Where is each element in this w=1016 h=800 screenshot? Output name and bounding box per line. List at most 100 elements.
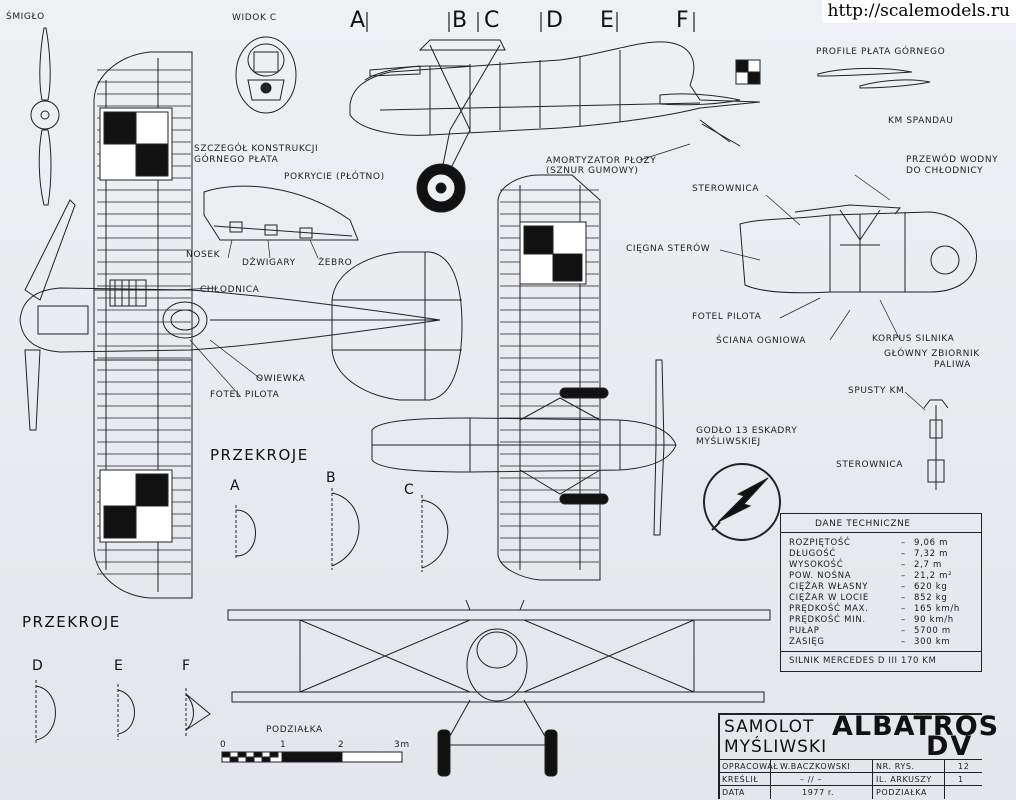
squadron-emblem <box>703 463 781 541</box>
tech-row-label: WYSOKOŚĆ <box>789 560 844 570</box>
label-sciana-ogniowa: ŚCIANA OGNIOWA <box>716 336 807 346</box>
label-sterownica-top: STEROWNICA <box>692 184 759 194</box>
side-view-fuselage <box>349 39 761 181</box>
title-arkuszy-value: 1 <box>958 775 964 784</box>
tech-row-label: PUŁAP <box>789 626 820 636</box>
propeller-drawing <box>30 27 60 206</box>
label-ciegna: CIĘGNA STERÓW <box>626 244 711 254</box>
tech-data-table: DANE TECHNICZNE ROZPIĘTOŚĆ–9,06 m DŁUGOŚ… <box>780 513 982 672</box>
title-dv: DV <box>926 731 974 762</box>
label-fotel-pilota-left: FOTEL PILOTA <box>210 390 280 400</box>
title-opracowal-value: W.BACZKOWSKI <box>780 762 851 771</box>
label-widok-c: WIDOK C <box>232 13 277 23</box>
tech-data-engine: SILNIK MERCEDES D III 170 KM <box>789 656 937 666</box>
label-pokrycie: POKRYCIE (PŁÓTNO) <box>284 172 385 182</box>
balkenkreuz-upper-top <box>99 107 173 181</box>
tech-row-value: 21,2 m² <box>914 571 953 581</box>
tech-row-dash: – <box>901 615 906 625</box>
watermark-url[interactable]: http://scalemodels.ru <box>821 0 1016 23</box>
title-data-value: 1977 r. <box>802 788 835 797</box>
label-profile-plata: PROFILE PŁATA GÓRNEGO <box>816 47 946 57</box>
cross-section-label-a: A <box>230 478 240 494</box>
title-samolot: SAMOLOT <box>724 717 815 737</box>
top-view-tailplane <box>331 251 463 401</box>
tech-row-label: DŁUGOŚĆ <box>789 549 837 559</box>
label-spusty: SPUSTY KM <box>848 386 905 396</box>
title-nr-rys-label: NR. RYS. <box>876 762 915 771</box>
wing-structure-detail <box>203 185 359 241</box>
tech-row-dash: – <box>901 549 906 559</box>
scale-tick-1: 1 <box>280 740 287 750</box>
cross-section-label-d: D <box>32 658 43 674</box>
label-przewod-1: PRZEWÓD WODNY <box>906 155 999 165</box>
title-nr-rys-value: 12 <box>958 762 970 771</box>
tech-data-divider <box>781 651 981 652</box>
title-divider <box>720 759 982 760</box>
section-letter-d: D <box>546 8 563 33</box>
tech-row-label: ZASIĘG <box>789 637 825 647</box>
scale-tick-2: 2 <box>338 740 345 750</box>
trigger-assembly <box>923 399 949 490</box>
section-letter-f: F <box>676 8 689 33</box>
label-dzwigary: DŹWIGARY <box>242 258 296 268</box>
title-divider <box>944 759 945 799</box>
cross-section-shapes <box>35 488 449 745</box>
tech-row-dash: – <box>901 560 906 570</box>
tech-row-value: 620 kg <box>914 582 948 592</box>
balkenkreuz-lower <box>519 221 587 285</box>
label-podzialka: PODZIAŁKA <box>266 725 323 735</box>
tech-row-label: PRĘDKOŚĆ MIN. <box>789 615 866 625</box>
tech-row-dash: – <box>901 637 906 647</box>
leader-lines <box>174 143 926 411</box>
scale-tick-3: 3m <box>394 740 410 750</box>
label-szczegol-2: GÓRNEGO PŁATA <box>194 155 279 165</box>
tech-row-dash: – <box>901 604 906 614</box>
tech-row-dash: – <box>901 538 906 548</box>
section-letter-a: A <box>350 8 366 33</box>
tech-row-label: PRĘDKOŚĆ MAX. <box>789 604 869 614</box>
tech-row-dash: – <box>901 571 906 581</box>
bottom-view-fuselage <box>371 359 677 536</box>
title-opracowal-label: OPRACOWAŁ <box>722 762 779 771</box>
section-letter-e: E <box>600 8 614 33</box>
tech-row-value: 852 kg <box>914 593 948 603</box>
side-view-wheel <box>416 163 466 213</box>
label-szczegol-1: SZCZEGÓŁ KONSTRUKCJI <box>194 144 319 154</box>
title-divider <box>770 759 771 799</box>
balkenkreuz-upper-bottom <box>99 469 173 543</box>
title-kreslil-value: – // – <box>800 775 823 784</box>
tech-row-value: 7,32 m <box>914 549 949 559</box>
tech-row-value: 300 km <box>914 637 951 647</box>
title-podzialka-label: PODZIAŁKA <box>876 788 928 797</box>
label-chlodnica: CHŁODNICA <box>200 285 260 295</box>
front-view-aircraft <box>227 599 771 777</box>
label-korpus-silnika: KORPUS SILNIKA <box>872 334 955 344</box>
section-markers <box>366 12 695 32</box>
label-glowny-2: PALIWA <box>934 360 971 370</box>
tech-row-value: 9,06 m <box>914 538 949 548</box>
front-view-c <box>235 36 297 114</box>
scale-tick-0: 0 <box>220 740 227 750</box>
bottom-view-wing-ribs <box>500 189 599 563</box>
label-przewod-2: DO CHŁODNICY <box>906 166 984 176</box>
label-km-spandau: KM SPANDAU <box>888 116 954 126</box>
wing-profiles <box>817 67 931 89</box>
section-letter-b: B <box>452 8 468 33</box>
tech-row-dash: – <box>901 582 906 592</box>
scale-bar <box>221 751 403 763</box>
top-view-fuselage <box>19 199 441 431</box>
label-godlo-2: MYŚLIWSKIEJ <box>696 437 761 447</box>
tech-data-divider <box>781 532 981 533</box>
label-nosek: NOSEK <box>186 250 221 260</box>
tech-row-label: CIĘŻAR W LOCIE <box>789 593 869 603</box>
label-smiglo: ŚMIGŁO <box>6 12 45 22</box>
heading-przekroje-2: PRZEKROJE <box>22 613 121 631</box>
tech-row-label: ROZPIĘTOŚĆ <box>789 538 851 548</box>
label-owiewka: OWIEWKA <box>256 374 306 384</box>
cross-section-label-c: C <box>404 482 414 498</box>
title-mysliwski: MYŚLIWSKI <box>724 737 828 757</box>
label-amortyzator-2: (SZNUR GUMOWY) <box>546 166 639 176</box>
title-albatros: ALBATROS <box>832 711 1000 742</box>
